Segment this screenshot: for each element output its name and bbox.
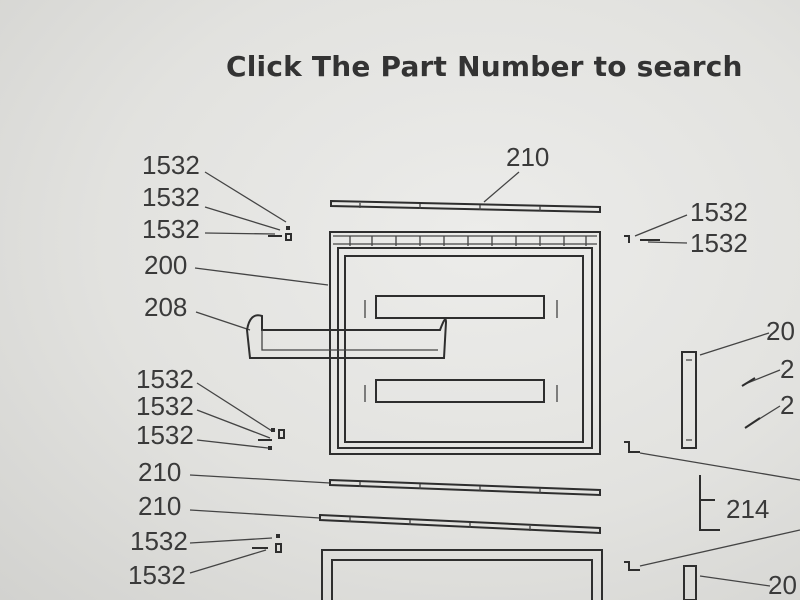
part-number-1532[interactable]: 1532: [142, 182, 200, 212]
part-number-2x[interactable]: 2: [780, 390, 794, 420]
part-number-1532[interactable]: 1532: [142, 150, 200, 180]
screws-low-left: [252, 534, 282, 553]
part-number-20x[interactable]: 20: [768, 570, 797, 600]
part-number-1532[interactable]: 1532: [136, 420, 194, 450]
middle-strips-210: [319, 478, 601, 535]
part-number-214[interactable]: 214: [726, 494, 769, 524]
part-number-210[interactable]: 210: [138, 457, 181, 487]
screws-mid-left: [258, 428, 285, 450]
door-shelf-208: [245, 314, 448, 359]
part-number-210[interactable]: 210: [506, 142, 549, 172]
lower-door: [321, 549, 697, 600]
part-number-1532[interactable]: 1532: [130, 526, 188, 556]
part-number-2x[interactable]: 2: [780, 354, 794, 384]
upper-door-200: [329, 231, 601, 455]
page-title: Click The Part Number to search: [226, 50, 743, 83]
part-number-208[interactable]: 208: [144, 292, 187, 322]
part-number-1532[interactable]: 1532: [136, 391, 194, 421]
screws-top-left: [268, 226, 292, 241]
part-number-1532[interactable]: 1532: [690, 197, 748, 227]
part-number-1532[interactable]: 1532: [690, 228, 748, 258]
top-strip-210: [330, 199, 601, 214]
leader-lines: [189, 171, 800, 587]
right-hinge-bracket: [624, 351, 761, 453]
screws-top-right: [624, 235, 660, 243]
bracket-214: [699, 475, 720, 531]
part-number-20x[interactable]: 20: [766, 316, 795, 346]
part-number-1532[interactable]: 1532: [128, 560, 186, 590]
part-number-210[interactable]: 210: [138, 491, 181, 521]
part-number-1532[interactable]: 1532: [136, 364, 194, 394]
part-number-1532[interactable]: 1532: [142, 214, 200, 244]
part-number-200[interactable]: 200: [144, 250, 187, 280]
